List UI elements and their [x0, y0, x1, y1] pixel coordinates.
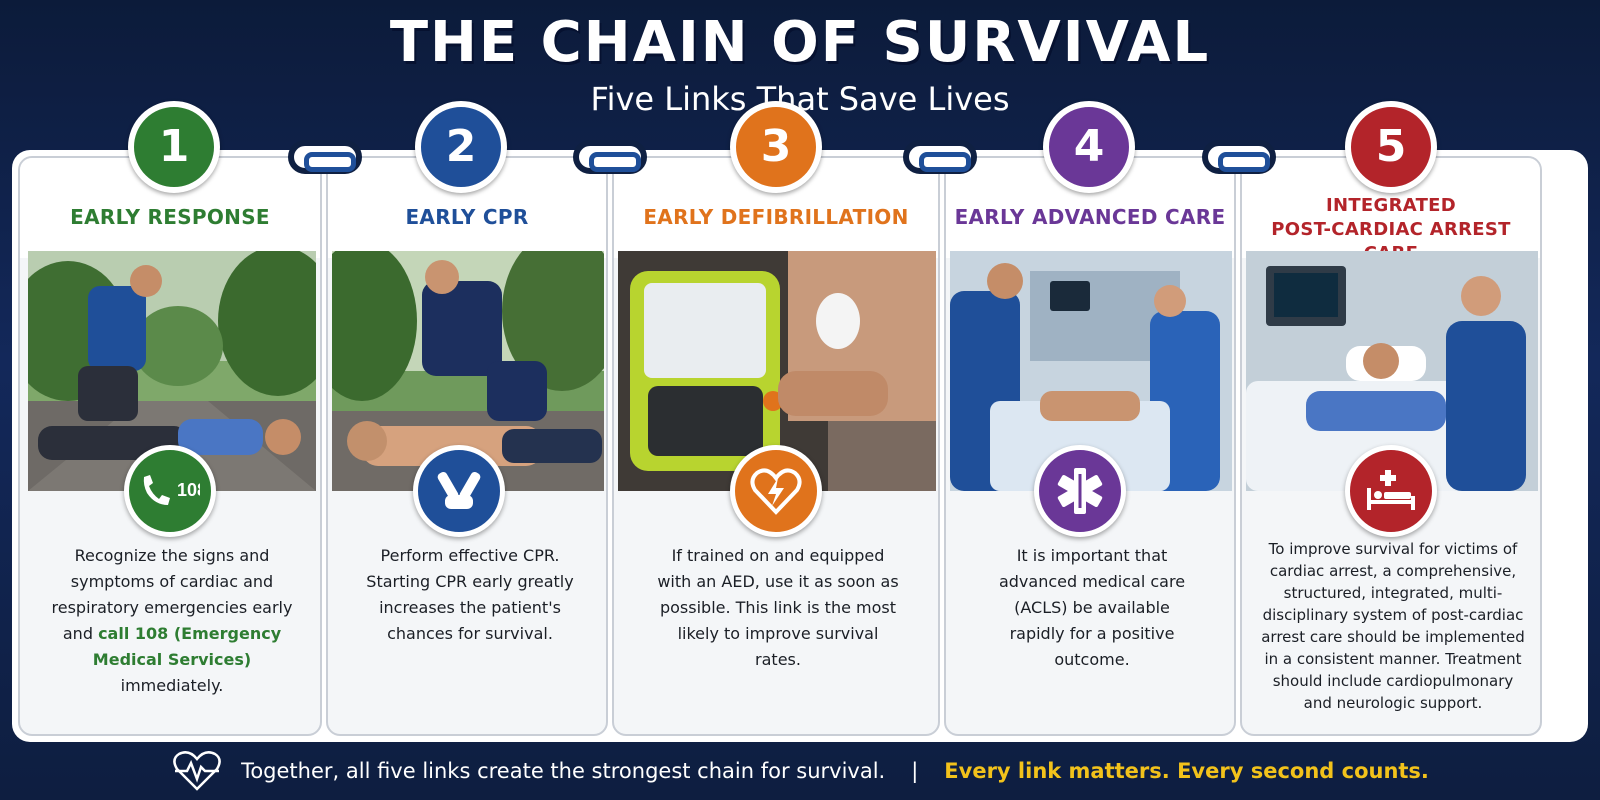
chain-link-icon — [288, 140, 362, 174]
step-number-badge-2: 2 — [415, 101, 507, 193]
hospital-bed-icon — [1345, 445, 1437, 537]
heart-bolt-icon — [730, 445, 822, 537]
footer-message: Together, all five links create the stro… — [241, 759, 886, 783]
phone-108-icon: 108 — [124, 445, 216, 537]
step-description: If trained on and equipped with an AED, … — [657, 546, 899, 669]
step-number-badge-5: 5 — [1345, 101, 1437, 193]
step-title: EARLY RESPONSE — [70, 205, 270, 229]
step-card-early-cpr: EARLY CPR Perform effective CPR. Startin… — [326, 156, 608, 736]
photo-aed-use — [618, 251, 936, 491]
step-number-badge-4: 4 — [1043, 101, 1135, 193]
header: THE CHAIN OF SURVIVAL Five Links That Sa… — [0, 0, 1600, 120]
chain-link-icon — [573, 140, 647, 174]
step-title: EARLY DEFIBRILLATION — [643, 205, 909, 229]
cpr-hands-icon — [413, 445, 505, 537]
star-of-life-icon — [1034, 445, 1126, 537]
footer-tagline: Every link matters. Every second counts. — [944, 759, 1429, 783]
page-title: THE CHAIN OF SURVIVAL — [389, 10, 1211, 75]
step-card-early-defibrillation: EARLY DEFIBRILLATION If trained on and e… — [612, 156, 940, 736]
step-title: EARLY CPR — [405, 205, 529, 229]
step-card-early-response: EARLY RESPONSE Recognize the signs and s… — [18, 156, 322, 736]
chain-link-icon — [903, 140, 977, 174]
step-description: To improve survival for victims of cardi… — [1261, 540, 1525, 712]
heartbeat-icon — [173, 751, 221, 791]
footer-separator: | — [911, 759, 919, 783]
footer-banner: Together, all five links create the stro… — [0, 742, 1600, 800]
svg-text:108: 108 — [177, 480, 200, 500]
step-number-badge-1: 1 — [128, 101, 220, 193]
step-title: EARLY ADVANCED CARE — [954, 205, 1226, 229]
step-description: Recognize the signs and symptoms of card… — [51, 546, 293, 695]
chain-link-icon — [1202, 140, 1276, 174]
step-number-badge-3: 3 — [730, 101, 822, 193]
photo-advanced-care — [950, 251, 1232, 491]
step-description: It is important that advanced medical ca… — [998, 546, 1186, 669]
step-card-early-advanced-care: EARLY ADVANCED CARE It is important that… — [944, 156, 1236, 736]
call-108-highlight: call 108 (Emergency Medical Services) — [92, 624, 282, 669]
step-description: Perform effective CPR. Starting CPR earl… — [366, 546, 574, 643]
